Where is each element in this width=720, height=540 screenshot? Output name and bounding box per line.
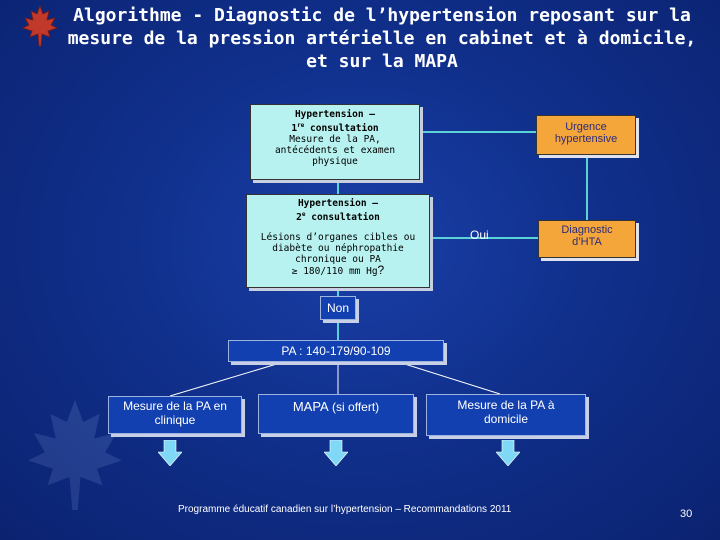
home-line-2: domicile — [483, 412, 528, 426]
diagnosis-line-2: d’HTA — [572, 236, 602, 248]
down-arrow-icon — [158, 440, 182, 466]
consult1-sup: re — [297, 122, 305, 129]
consult2-rest: consultation — [305, 212, 380, 224]
abpm-box: MAPA (si offert) — [258, 394, 414, 434]
question-mark: ? — [377, 263, 385, 278]
second-consultation-subtitle: 2e consultation — [247, 209, 429, 223]
page-number: 30 — [680, 508, 693, 520]
first-consultation-body-1: Mesure de la PA, — [289, 134, 381, 146]
clinic-measurement-box: Mesure de la PA en clinique — [108, 396, 242, 434]
no-label: Non — [326, 301, 349, 315]
footer-credit: Programme éducatif canadien sur l’hypert… — [178, 504, 512, 515]
hypertension-diagnosis-box: Diagnostic d’HTA — [538, 220, 636, 258]
second-consultation-body-3: chronique ou PA — [295, 254, 381, 266]
consult2-num: 2 — [296, 212, 302, 224]
maple-leaf-logo-icon — [21, 4, 59, 47]
no-box: Non — [320, 296, 356, 320]
pa-range-box: PA : 140-179/90-109 — [228, 340, 444, 362]
hypertensive-emergency-box: Urgence hypertensive — [536, 115, 636, 155]
clinic-line-1: Mesure de la PA en — [123, 399, 227, 413]
page-title: Algorithme - Diagnostic de l’hypertensio… — [52, 4, 712, 73]
title-line-3: et sur la MAPA — [306, 51, 458, 72]
title-line-1: Algorithme - Diagnostic de l’hypertensio… — [73, 5, 691, 26]
yes-label: Oui — [470, 228, 489, 242]
down-arrow-icon — [324, 440, 348, 466]
second-consultation-body-1: Lésions d’organes cibles ou — [260, 232, 416, 244]
first-consultation-box: Hypertension – 1re consultation Mesure d… — [250, 104, 420, 180]
home-measurement-box: Mesure de la PA à domicile — [426, 394, 586, 436]
consult1-num: 1 — [291, 123, 298, 135]
pa-threshold: ≥ 180/110 mm Hg — [291, 266, 378, 278]
consult1-rest: consultation — [304, 123, 379, 135]
down-arrow-icon — [496, 440, 520, 466]
clinic-line-2: clinique — [154, 413, 196, 427]
emergency-line-2: hypertensive — [554, 133, 618, 145]
consult2-sup: e — [301, 211, 306, 218]
second-consultation-title: Hypertension – — [297, 198, 379, 209]
emergency-line-1: Urgence — [565, 121, 607, 133]
second-consultation-body-2: diabète ou néphropathie — [272, 243, 404, 255]
abpm-sub: (si offert) — [328, 400, 380, 414]
second-consultation-box: Hypertension – 2e consultation Lésions d… — [246, 194, 430, 288]
second-consultation-body-4: ≥ 180/110 mm Hg? — [247, 263, 429, 278]
abpm-label: MAPA — [292, 399, 329, 414]
pa-range-label: PA : 140-179/90-109 — [281, 344, 391, 358]
first-consultation-body-2: antécédents et examen physique — [274, 145, 396, 168]
title-line-2: mesure de la pression artérielle en cabi… — [67, 28, 697, 49]
connector-pa-domicile — [391, 359, 501, 395]
first-consultation-title: Hypertension – — [294, 109, 376, 120]
connector-pa-clinique — [169, 359, 291, 397]
first-consultation-subtitle: 1re consultation — [251, 120, 419, 134]
diagnosis-line-1: Diagnostic — [561, 224, 613, 236]
background-maple-leaf-icon — [28, 400, 122, 510]
home-line-1: Mesure de la PA à — [457, 398, 555, 412]
